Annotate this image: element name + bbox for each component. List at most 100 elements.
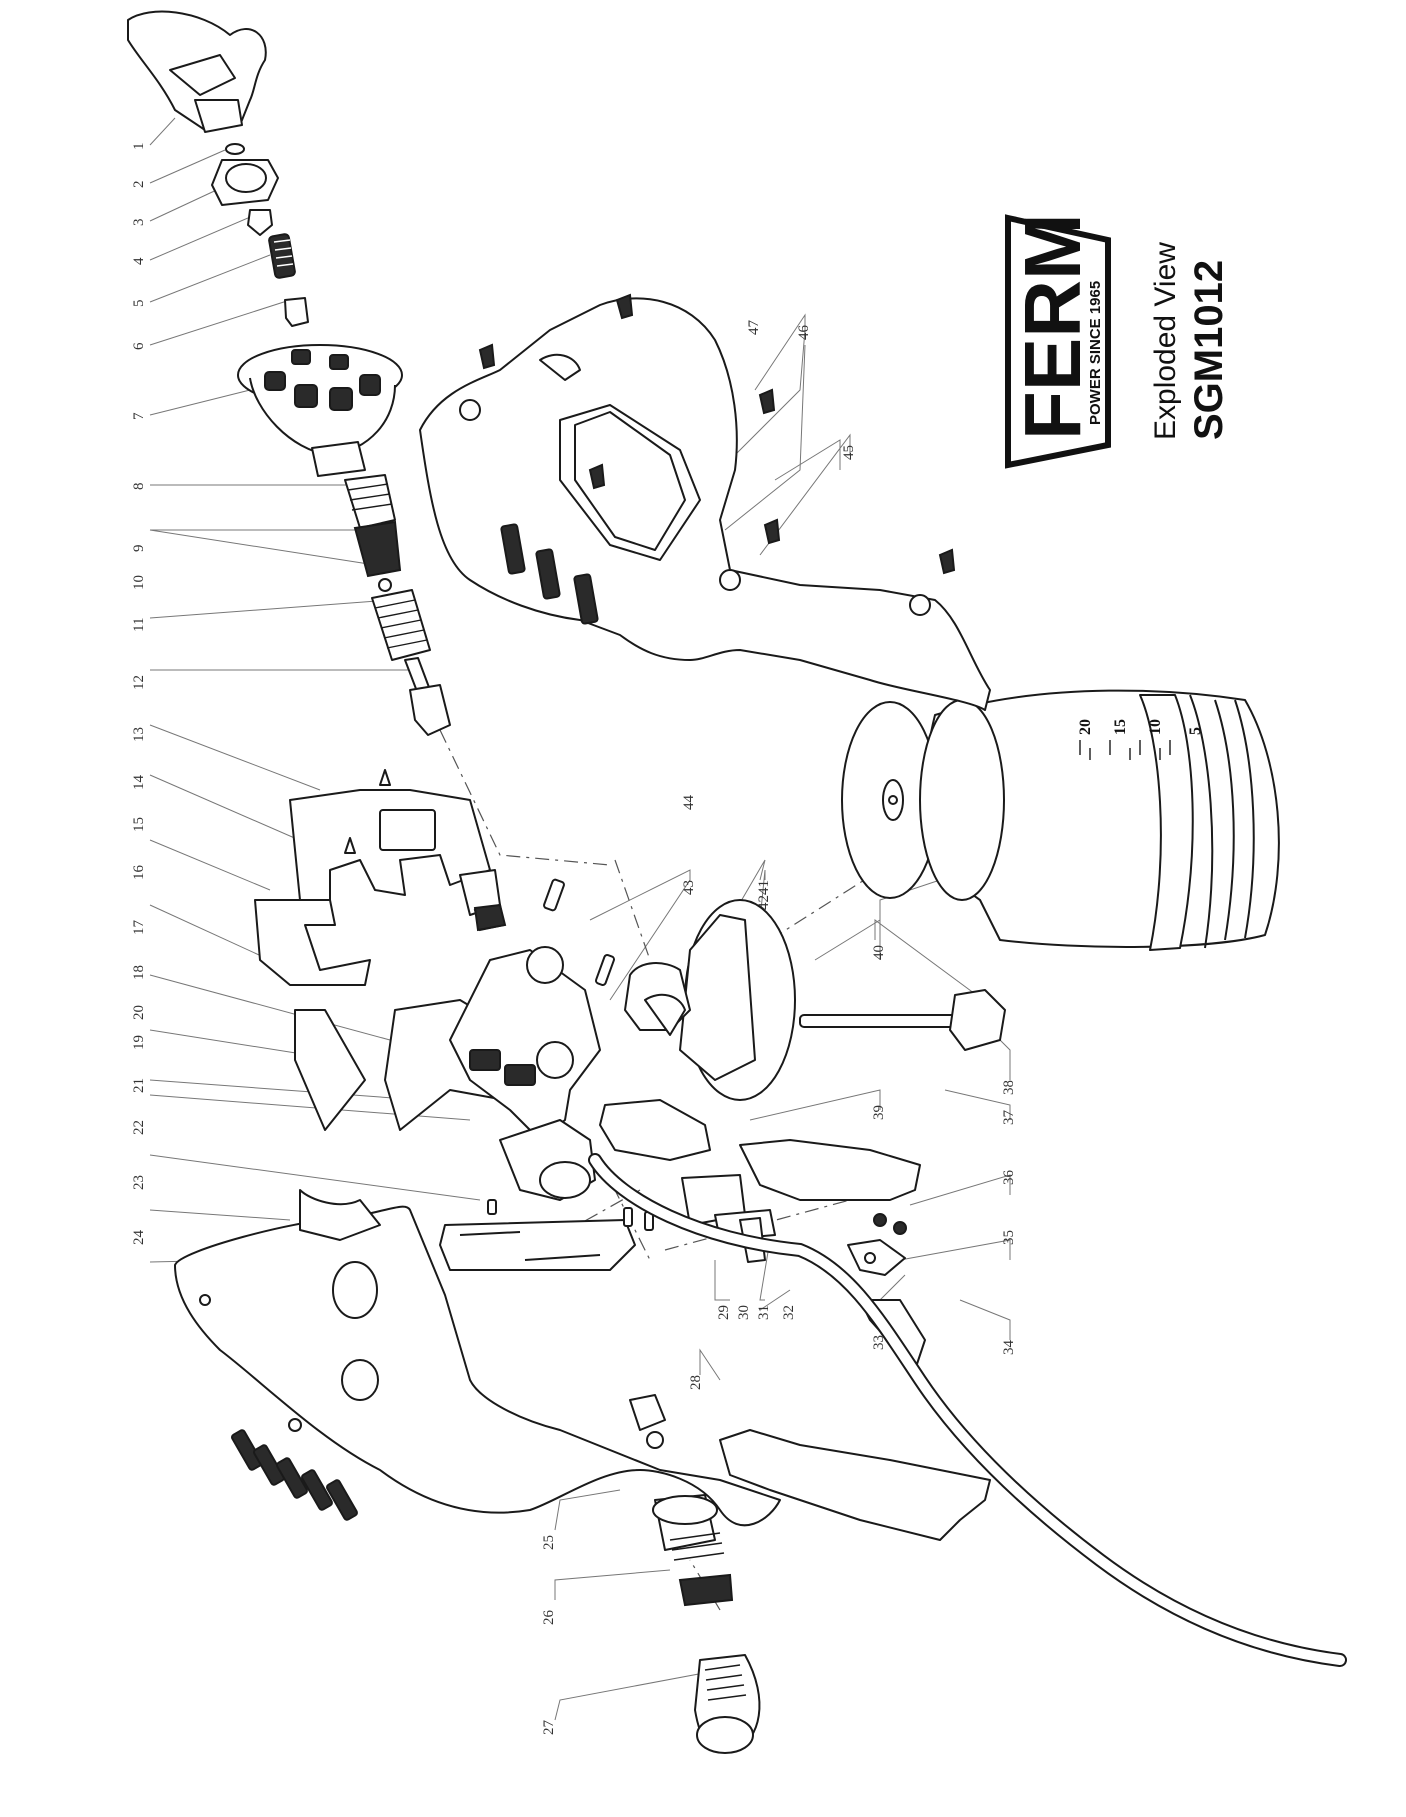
label-34: 34 bbox=[1001, 1340, 1017, 1356]
label-38: 38 bbox=[1001, 1080, 1017, 1095]
part-38-suction-tube bbox=[799, 989, 1006, 1051]
label-13: 13 bbox=[131, 727, 147, 742]
part-36-screw bbox=[873, 1213, 887, 1227]
part-19-pump-body bbox=[449, 949, 601, 1141]
part-7-air-cap bbox=[237, 344, 403, 477]
right-housing bbox=[419, 293, 991, 711]
part-41-filter-disc bbox=[841, 701, 939, 899]
part-22-pin bbox=[487, 1199, 497, 1215]
brand-block: FERM POWER SINCE 1965 Exploded View SGM1… bbox=[1005, 213, 1231, 469]
part-45-46-screws bbox=[478, 293, 956, 575]
label-22: 22 bbox=[131, 1120, 147, 1135]
label-33: 33 bbox=[871, 1335, 887, 1350]
part-47-housing-right bbox=[419, 297, 991, 711]
label-28: 28 bbox=[688, 1375, 704, 1390]
part-5-spring bbox=[268, 233, 296, 279]
label-36: 36 bbox=[1001, 1170, 1017, 1186]
part-39-lever bbox=[599, 1099, 711, 1161]
label-7: 7 bbox=[131, 412, 147, 420]
part-40-container bbox=[919, 689, 1280, 951]
ferm-logo: FERM bbox=[1008, 213, 1097, 440]
label-26: 26 bbox=[541, 1610, 557, 1626]
label-35: 35 bbox=[1001, 1230, 1017, 1245]
part-29-pin bbox=[623, 1207, 633, 1227]
part-11-spring bbox=[371, 589, 431, 661]
part-14-block bbox=[379, 809, 436, 851]
part-number-labels: 1 2 3 4 5 6 7 8 9 10 11 12 13 14 15 16 1… bbox=[131, 143, 1017, 1736]
vent-slots bbox=[231, 1429, 358, 1521]
label-9: 9 bbox=[131, 545, 147, 553]
part-2-o-ring bbox=[225, 143, 245, 155]
label-6: 6 bbox=[131, 342, 147, 350]
part-4-valve-tip bbox=[247, 209, 273, 236]
right-vent-slots bbox=[500, 523, 599, 625]
label-42: 42 bbox=[756, 895, 772, 910]
pump-assembly bbox=[294, 878, 636, 1271]
model-number: SGM1012 bbox=[1187, 260, 1231, 440]
container-assembly bbox=[599, 689, 1280, 1201]
part-23-magnet bbox=[439, 1219, 636, 1271]
part-16-bracket bbox=[254, 899, 371, 986]
label-39: 39 bbox=[871, 1105, 887, 1120]
label-31: 31 bbox=[756, 1305, 772, 1320]
label-3: 3 bbox=[131, 219, 147, 227]
label-46: 46 bbox=[796, 325, 812, 341]
label-1: 1 bbox=[131, 143, 147, 151]
label-11: 11 bbox=[131, 618, 147, 632]
label-16: 16 bbox=[131, 865, 147, 881]
label-4: 4 bbox=[131, 257, 147, 265]
label-43: 43 bbox=[681, 880, 697, 895]
part-43-pin bbox=[543, 878, 565, 912]
label-18: 18 bbox=[131, 965, 147, 980]
page-title: Exploded View bbox=[1149, 242, 1182, 440]
part-25-trigger bbox=[629, 1394, 666, 1449]
label-21: 21 bbox=[131, 1078, 147, 1093]
ferm-logo-frame bbox=[1005, 214, 1111, 469]
label-17: 17 bbox=[131, 920, 147, 936]
label-8: 8 bbox=[131, 483, 147, 491]
part-17-plate bbox=[294, 1009, 366, 1131]
label-5: 5 bbox=[131, 300, 147, 308]
label-15: 15 bbox=[131, 817, 147, 832]
part-44-seal bbox=[473, 903, 507, 932]
scale-10: 10 bbox=[1147, 719, 1164, 735]
label-2: 2 bbox=[131, 181, 147, 189]
part-24-housing-left bbox=[174, 1205, 781, 1527]
part-35-cable-clamp bbox=[847, 1239, 906, 1276]
label-12: 12 bbox=[131, 675, 147, 690]
label-37: 37 bbox=[1001, 1110, 1017, 1126]
part-37-cover bbox=[739, 1139, 921, 1201]
scale-15: 15 bbox=[1112, 719, 1129, 735]
part-28-handle bbox=[719, 1429, 991, 1541]
label-23: 23 bbox=[131, 1175, 147, 1190]
part-27-adjust-knob bbox=[694, 1654, 761, 1754]
left-housing bbox=[174, 1189, 991, 1754]
label-25: 25 bbox=[541, 1535, 557, 1550]
coil-assembly bbox=[254, 769, 506, 986]
scale-20: 20 bbox=[1077, 719, 1094, 735]
part-6-valve bbox=[284, 297, 309, 327]
label-40: 40 bbox=[871, 945, 887, 960]
label-27: 27 bbox=[541, 1720, 557, 1736]
part-26-nozzle-thread bbox=[652, 1494, 734, 1607]
label-44: 44 bbox=[681, 795, 697, 811]
container-scale: 20 15 10 5 bbox=[1077, 719, 1204, 735]
label-20: 20 bbox=[131, 1005, 147, 1020]
nozzle-assembly bbox=[127, 10, 451, 736]
label-10: 10 bbox=[131, 575, 147, 590]
label-41: 41 bbox=[756, 880, 772, 895]
label-47: 47 bbox=[746, 320, 762, 336]
part-8-10-nozzle-body bbox=[344, 474, 402, 592]
part-42-piston bbox=[624, 899, 796, 1101]
label-30: 30 bbox=[736, 1305, 752, 1320]
label-29: 29 bbox=[716, 1305, 732, 1320]
ferm-tagline: POWER SINCE 1965 bbox=[1087, 281, 1104, 425]
label-14: 14 bbox=[131, 775, 147, 791]
label-19: 19 bbox=[131, 1035, 147, 1050]
switch-and-cable bbox=[588, 1153, 1347, 1667]
label-24: 24 bbox=[131, 1230, 147, 1246]
scale-5: 5 bbox=[1187, 727, 1204, 735]
label-32: 32 bbox=[781, 1305, 797, 1320]
part-12-piston bbox=[404, 657, 451, 736]
